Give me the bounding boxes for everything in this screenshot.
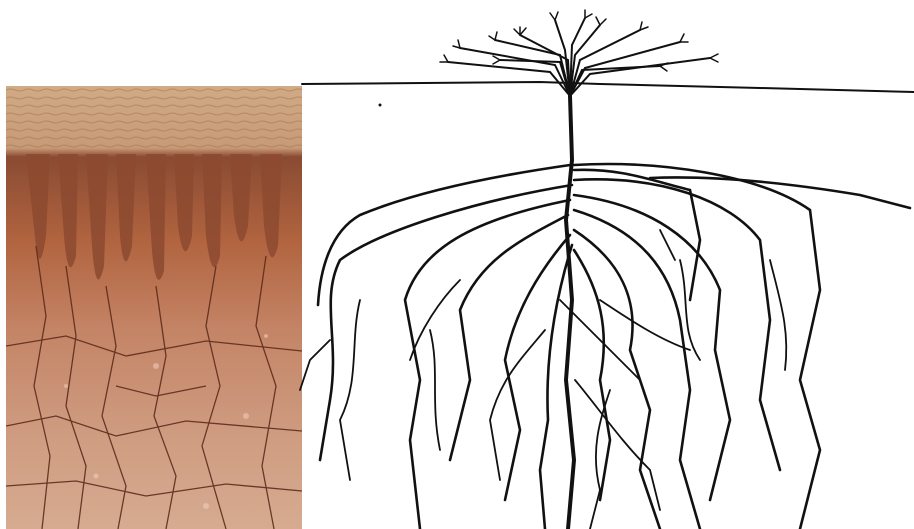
ink-dot: [379, 104, 382, 107]
ground-line: [302, 82, 914, 92]
lateral-roots: [318, 164, 910, 529]
